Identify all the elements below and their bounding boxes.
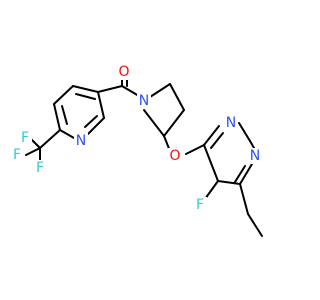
atom-labels: F F F N O N O N N F [10,64,262,213]
bond-py-1b [61,105,68,125]
bond-pym-1b [210,132,224,149]
bond-pym-2 [238,122,251,142]
atom-f4: F [196,197,204,213]
bond-cf3-pyridine [39,129,61,149]
bond-pyr-1 [149,83,171,98]
bond-pym-4 [239,163,253,185]
bonds [25,77,263,237]
atom-f1: F [21,130,29,146]
bond-py-3b [75,93,96,100]
bond-py-3 [72,85,99,93]
bond-carbonyl-n [121,85,140,97]
bond-py-5b [84,115,98,128]
bond-pym-4b [234,165,246,183]
bond-pym-6 [203,144,219,182]
bond-pym-1 [203,125,220,146]
atom-n-pyrrolidine: N [139,93,149,109]
bond-py-2 [53,85,74,105]
atom-f2: F [13,147,21,163]
bond-py-6 [59,129,75,139]
bond-py-carbonyl [97,85,123,93]
molecule-structure-diagram: F F F N O N O N N F [10,64,263,237]
bond-cf-2 [25,147,41,156]
bond-pym-3 [249,140,255,149]
atom-f3: F [36,160,44,176]
bond-o-pym [185,144,205,155]
bond-ethyl-2 [247,213,263,237]
bond-pym-f [204,180,219,200]
atom-n-pyrimidine-2: N [250,148,260,164]
bond-pyr-4 [143,109,165,137]
atom-n-pyrimidine-1: N [226,115,236,131]
bond-py-1 [53,103,61,131]
atom-n-pyridine: N [76,133,86,149]
bond-py-4 [97,91,105,119]
bond-pyr-3 [163,109,185,137]
atom-o-carbonyl: O [118,64,129,80]
atom-o-ether: O [169,148,180,164]
bond-pyr-2 [169,83,185,111]
bond-pym-5 [217,180,241,185]
bond-ethyl-1 [239,183,249,215]
bond-py-5 [87,117,105,135]
